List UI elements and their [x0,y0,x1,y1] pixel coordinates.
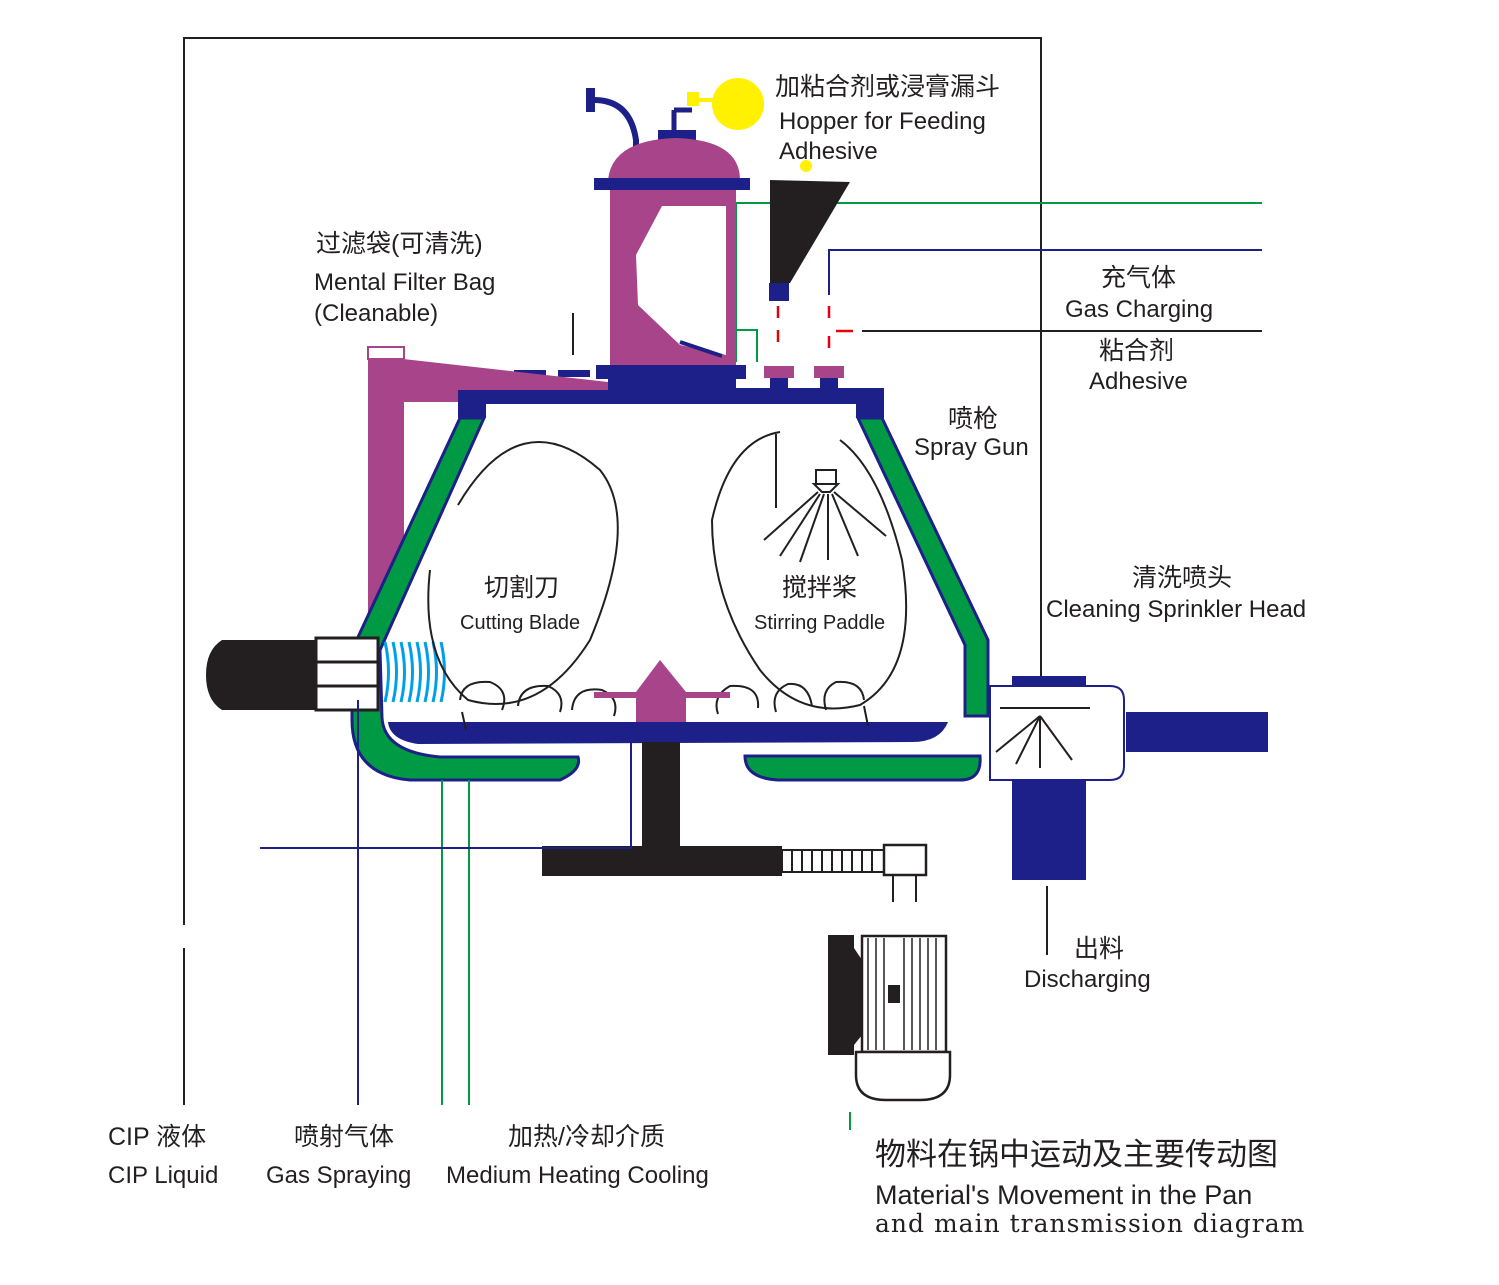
adhesive-label-zh: 粘合剂 [1099,337,1175,365]
valve-box [687,92,699,106]
impeller-shaft [636,692,686,722]
drive-crossbar [542,846,782,876]
spray-nozzle-1-base [770,378,788,390]
stirring-paddle-label-en: Stirring Paddle [754,612,886,634]
drive-shaft [642,742,680,850]
gas-spraying-label-en: Gas Spraying [266,1162,412,1189]
discharging-label-zh: 出料 [1074,935,1125,963]
flow-loops [427,431,908,731]
gearbox [882,843,928,877]
diagram-title-en-1: Material's Movement in the Pan [875,1180,1253,1210]
chopper-motor-cap [206,640,236,710]
discharge-outlet [1012,780,1086,880]
hopper-label-zh: 加粘合剂或浸膏漏斗 [775,73,1001,101]
pan-wall-right [855,416,990,718]
exhaust-duct-cap [367,346,405,360]
main-motor-flange [828,935,854,1055]
filter-bag-edge [679,340,723,358]
hopper-dot [800,160,812,172]
filter-window [636,206,726,355]
spray-gun-head [815,469,837,485]
cip-frame-line [183,37,1042,925]
pan-bottom [388,722,948,744]
main-motor-fan-cover [854,1050,952,1102]
pressure-gauge [712,78,764,130]
cip-label-en: CIP Liquid [108,1162,219,1189]
hopper-label-en-2: Adhesive [779,138,878,165]
discharge-housing [989,685,1125,781]
medium-label-en: Medium Heating Cooling [446,1162,709,1189]
diagram-title-zh: 物料在锅中运动及主要传动图 [875,1137,1278,1172]
spray-nozzle-2 [814,366,844,378]
hopper-funnel [770,180,850,283]
spray-gun-label-zh: 喷枪 [948,405,999,433]
pan-jacket-bottom-right [743,754,982,782]
gas-charging-line [828,249,1262,295]
gas-charging-label-zh: 充气体 [1101,264,1177,292]
gas-charging-label-en: Gas Charging [1065,296,1214,323]
spray-nozzle-2-base [820,378,838,390]
chopper-motor-body [236,640,316,710]
navy-feed-line [260,742,632,849]
adhesive-label-en: Adhesive [1089,368,1188,395]
main-motor-bracket [854,948,862,1045]
cleaning-spray-lines [995,707,1090,768]
filter-tower-top-pipe [593,97,639,150]
filter-label-zh: 过滤袋(可清洗) [316,230,483,258]
spray-gun-tip [811,483,841,493]
pan-lid-right-lug [856,388,884,418]
stirring-paddle-label-zh: 搅拌桨 [782,574,858,602]
hopper-outlet [769,283,789,301]
drive-belt [781,849,885,873]
pan-wall-left [350,416,581,782]
spray-nozzle-1 [764,366,794,378]
cip-label-zh: CIP 液体 [108,1123,207,1151]
spray-gun-label-en: Spray Gun [914,434,1029,461]
hopper-label-en-1: Hopper for Feeding [779,108,986,135]
discharge-actuator [1126,712,1268,752]
cutting-blade-label-en: Cutting Blade [460,612,581,634]
lid-dash-2 [558,370,590,377]
diagram-title-en-2: and main transmission diagram [875,1209,1306,1238]
discharging-label-en: Discharging [1024,966,1151,993]
medium-label-zh: 加热/冷却介质 [508,1123,665,1151]
green-return-line [736,329,758,362]
pan-lid-left-lug [458,388,486,418]
exhaust-duct [368,355,608,620]
filter-dome [608,138,740,180]
filter-label-en-1: Mental Filter Bag [314,269,496,296]
pan-lid [458,388,884,404]
spray-pattern [763,434,887,563]
cleaning-label-zh: 清洗喷头 [1132,564,1233,592]
chopper-coupling [314,636,380,712]
filter-tower-top-pipe-cap [586,88,595,112]
filter-label-en-2: (Cleanable) [314,300,439,327]
gas-spraying-label-zh: 喷射气体 [294,1123,395,1151]
cutting-blade-label-zh: 切割刀 [484,574,560,602]
impeller-head [636,660,686,692]
cleaning-label-en: Cleaning Sprinkler Head [1046,596,1307,623]
filter-flange-top [594,178,750,190]
main-motor-fins [867,938,937,1050]
main-motor-terminal [888,985,900,1003]
